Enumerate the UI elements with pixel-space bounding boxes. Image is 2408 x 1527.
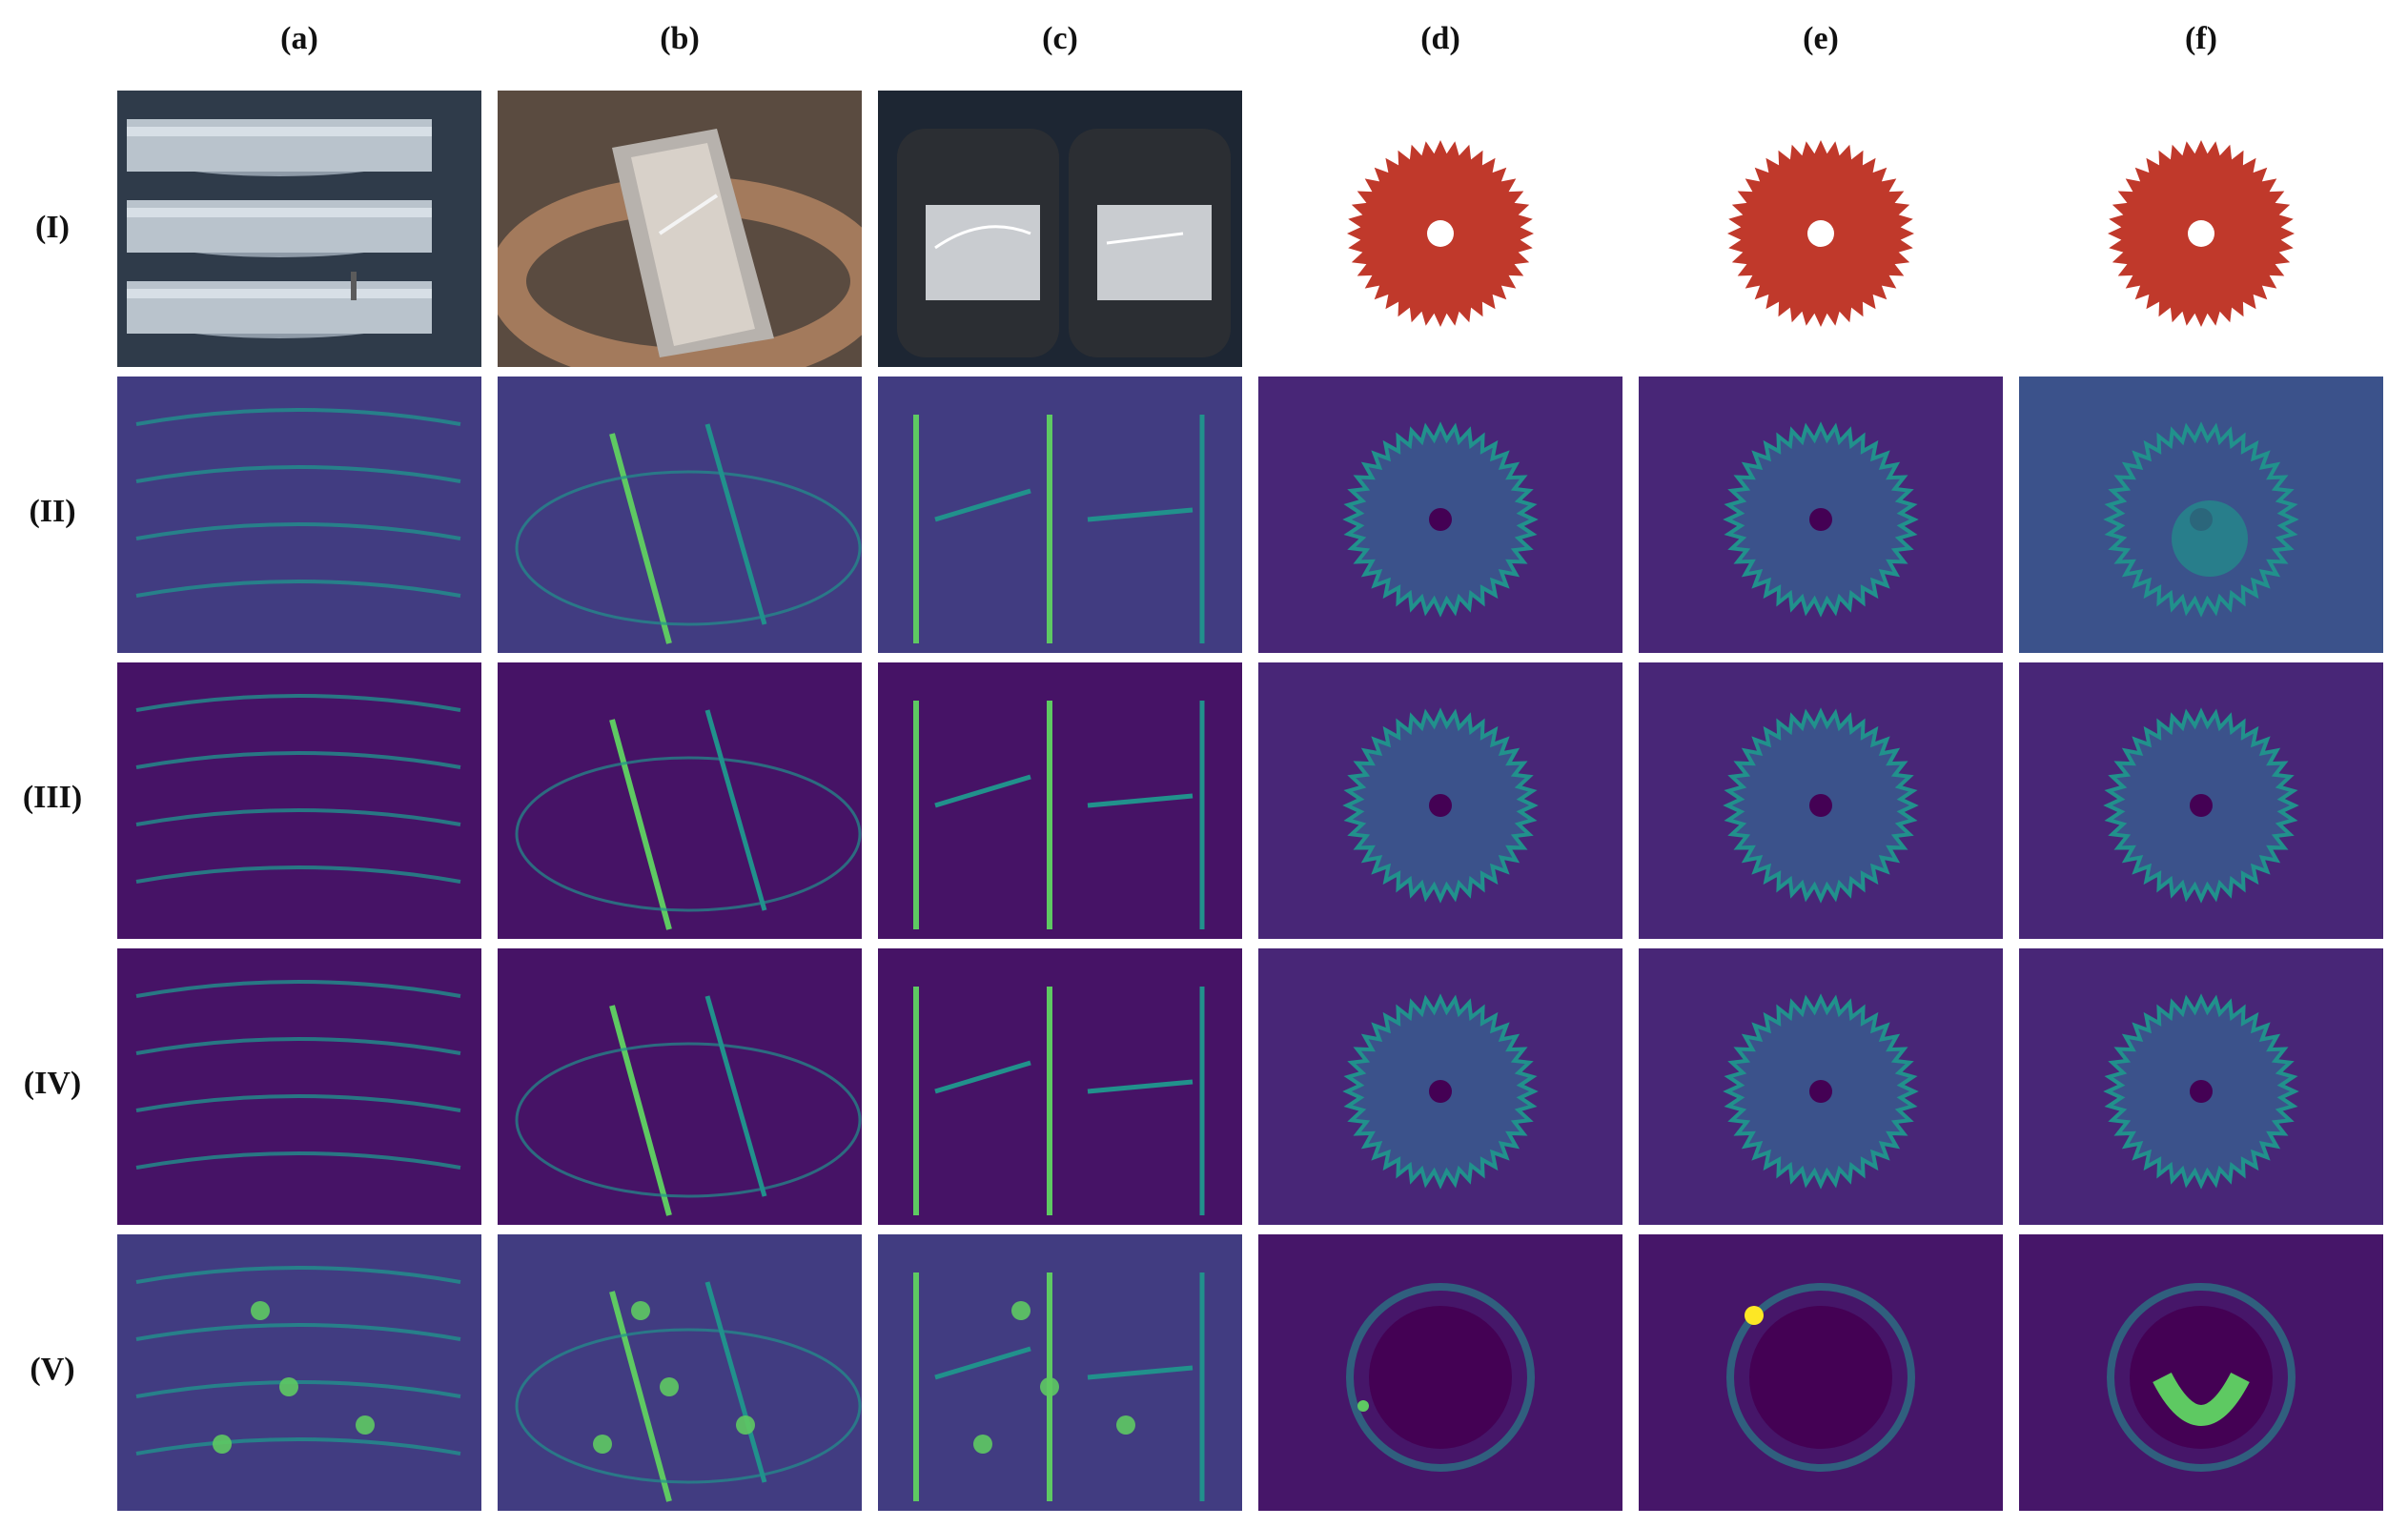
image-cell-3-d — [1258, 662, 1622, 939]
image-cell-2-a — [117, 377, 481, 653]
image-cell-4-d — [1258, 948, 1622, 1225]
image-cell-1-c — [878, 91, 1242, 367]
image-cell-4-e — [1639, 948, 2003, 1225]
image-cell-2-b — [498, 377, 862, 653]
image-cell-5-d — [1258, 1234, 1622, 1511]
image-cell-5-e — [1639, 1234, 2003, 1511]
column-label-f: (f) — [2185, 21, 2217, 56]
image-cell-3-a — [117, 662, 481, 939]
image-cell-1-a — [117, 91, 481, 367]
column-label-e: (e) — [1803, 21, 1839, 56]
image-cell-1-d — [1258, 91, 1622, 367]
image-cell-5-a — [117, 1234, 481, 1511]
row-label-5: (V) — [30, 1352, 75, 1387]
image-cell-4-f — [2019, 948, 2383, 1225]
image-cell-2-c — [878, 377, 1242, 653]
image-cell-3-c — [878, 662, 1242, 939]
row-label-4: (IV) — [23, 1066, 82, 1101]
image-cell-5-f — [2019, 1234, 2383, 1511]
row-label-1: (I) — [35, 210, 70, 245]
image-cell-4-a — [117, 948, 481, 1225]
column-label-a: (a) — [280, 21, 318, 56]
row-label-2: (II) — [29, 494, 76, 529]
image-cell-1-b — [498, 91, 862, 367]
image-cell-4-c — [878, 948, 1242, 1225]
image-cell-5-c — [878, 1234, 1242, 1511]
image-cell-1-e — [1639, 91, 2003, 367]
image-cell-4-b — [498, 948, 862, 1225]
image-cell-2-e — [1639, 377, 2003, 653]
column-label-b: (b) — [660, 21, 700, 56]
image-cell-3-b — [498, 662, 862, 939]
image-cell-2-d — [1258, 377, 1622, 653]
image-cell-5-b — [498, 1234, 862, 1511]
image-cell-3-e — [1639, 662, 2003, 939]
column-label-d: (d) — [1420, 21, 1460, 56]
column-label-c: (c) — [1042, 21, 1078, 56]
row-label-3: (III) — [22, 780, 83, 815]
image-cell-2-f — [2019, 377, 2383, 653]
image-cell-1-f — [2019, 91, 2383, 367]
image-cell-3-f — [2019, 662, 2383, 939]
